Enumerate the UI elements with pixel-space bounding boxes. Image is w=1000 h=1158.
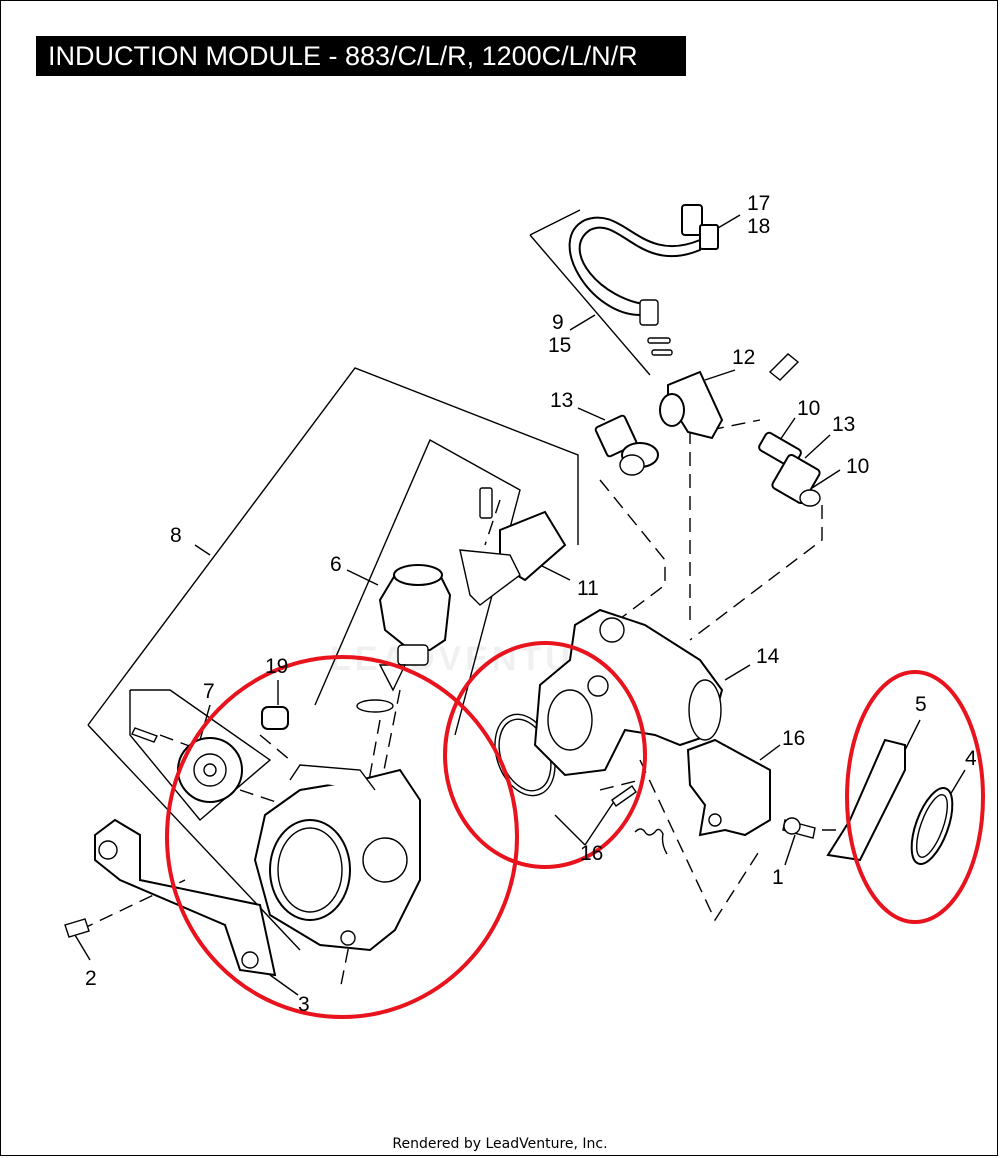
callout-16-bottom: 16 xyxy=(580,842,603,865)
fuel-line-hose xyxy=(568,204,719,356)
o-ring xyxy=(910,787,954,865)
diagram-title: INDUCTION MODULE - 883/C/L/R, 1200C/L/N/… xyxy=(36,36,686,76)
idle-air-control-valve xyxy=(356,564,452,713)
callout-13-left: 13 xyxy=(550,389,573,412)
leader-lines xyxy=(74,214,966,996)
callout-labels: 17 18 9 15 12 13 10 13 10 8 6 11 14 19 7… xyxy=(85,192,977,1016)
callout-16-right: 16 xyxy=(782,727,805,750)
throttle-body xyxy=(253,764,421,952)
callout-5: 5 xyxy=(915,693,927,716)
callout-9: 9 xyxy=(552,311,564,334)
callout-12: 12 xyxy=(732,346,755,369)
mounting-bracket xyxy=(64,818,277,977)
highlight-circle-seal xyxy=(443,641,647,869)
sensor-bracket xyxy=(459,487,567,606)
fuel-injector-right xyxy=(758,431,821,507)
callout-4: 4 xyxy=(965,747,977,770)
fuel-rail xyxy=(659,353,800,440)
callout-11: 11 xyxy=(577,577,599,600)
intake-sensor xyxy=(686,738,771,837)
callout-17: 17 xyxy=(747,192,770,215)
hose-clip xyxy=(634,828,668,855)
callout-8: 8 xyxy=(170,524,182,547)
highlight-circle-throttle-body xyxy=(165,655,519,1019)
throttle-position-sensor xyxy=(131,727,243,803)
callout-2: 2 xyxy=(85,967,97,990)
footer-credit: Rendered by LeadVenture, Inc. xyxy=(392,1136,608,1152)
adapter-plate xyxy=(826,738,906,862)
highlight-circle-adapter xyxy=(845,670,985,924)
callout-18: 18 xyxy=(747,215,770,238)
plug-cap xyxy=(261,706,289,730)
callout-1: 1 xyxy=(772,866,784,889)
callout-14: 14 xyxy=(756,645,780,668)
callout-3: 3 xyxy=(298,993,310,1016)
callout-15: 15 xyxy=(548,334,571,357)
fuel-injector-left xyxy=(594,414,659,476)
callout-10-bottom: 10 xyxy=(846,455,869,478)
callout-10-top: 10 xyxy=(797,397,820,420)
callout-19: 19 xyxy=(265,655,288,678)
bolt-part-1 xyxy=(782,817,816,839)
callout-7: 7 xyxy=(203,680,215,703)
callout-6: 6 xyxy=(330,553,342,576)
callout-13-right: 13 xyxy=(832,413,855,436)
highlight-annotations xyxy=(165,641,985,1019)
